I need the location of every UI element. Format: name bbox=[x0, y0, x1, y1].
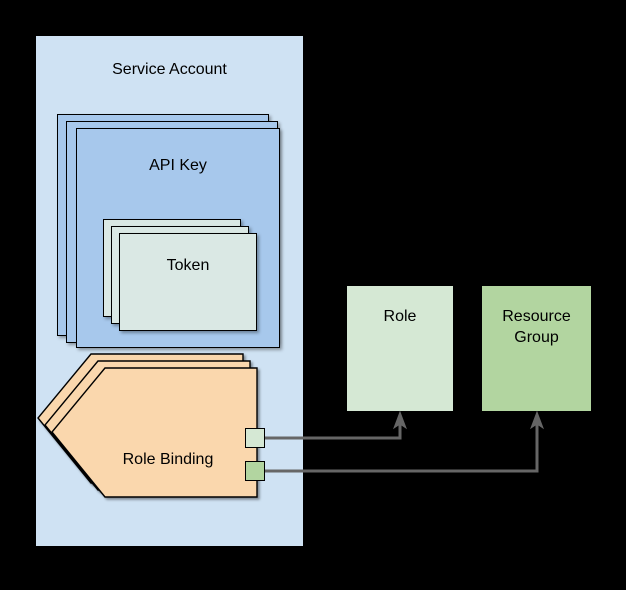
role-binding-resource-group-swatch[interactable] bbox=[245, 461, 265, 481]
role-box-label: Role bbox=[383, 308, 417, 325]
api-key-label: API Key bbox=[149, 157, 207, 174]
resource-group-box-label: Resource Group bbox=[502, 308, 571, 346]
token-card-front[interactable]: Token bbox=[119, 233, 257, 331]
role-binding-label: Role Binding bbox=[122, 451, 214, 468]
resource-group-box[interactable]: Resource Group bbox=[481, 285, 592, 412]
role-binding-role-swatch[interactable] bbox=[245, 428, 265, 448]
service-account-label: Service Account bbox=[112, 61, 227, 78]
connector-resource-group-arrowhead bbox=[529, 410, 545, 430]
connector-role-arrowhead bbox=[392, 410, 408, 430]
token-label: Token bbox=[166, 257, 210, 274]
role-box[interactable]: Role bbox=[346, 285, 454, 412]
connector-role-binding-to-resource-group bbox=[265, 424, 539, 473]
